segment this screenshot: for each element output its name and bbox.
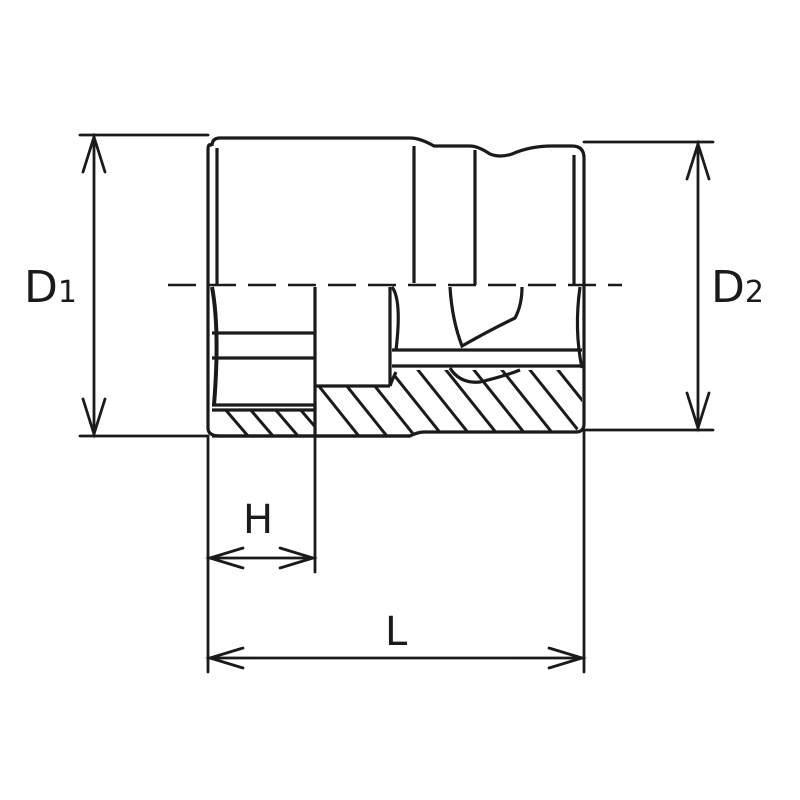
dimension-d1 xyxy=(78,132,210,439)
dimension-h xyxy=(205,546,318,570)
label-d1: D1 xyxy=(24,266,77,310)
label-l: L xyxy=(385,609,408,655)
label-d1-sub: 1 xyxy=(57,275,77,310)
label-d1-main: D xyxy=(24,262,58,313)
socket-outline xyxy=(206,136,586,438)
dimension-l xyxy=(205,646,587,670)
label-d2: D2 xyxy=(711,266,764,310)
label-d2-sub: 2 xyxy=(744,275,764,310)
label-h: H xyxy=(243,497,274,543)
dimension-d2 xyxy=(582,139,715,433)
label-d2-main: D xyxy=(711,262,745,313)
